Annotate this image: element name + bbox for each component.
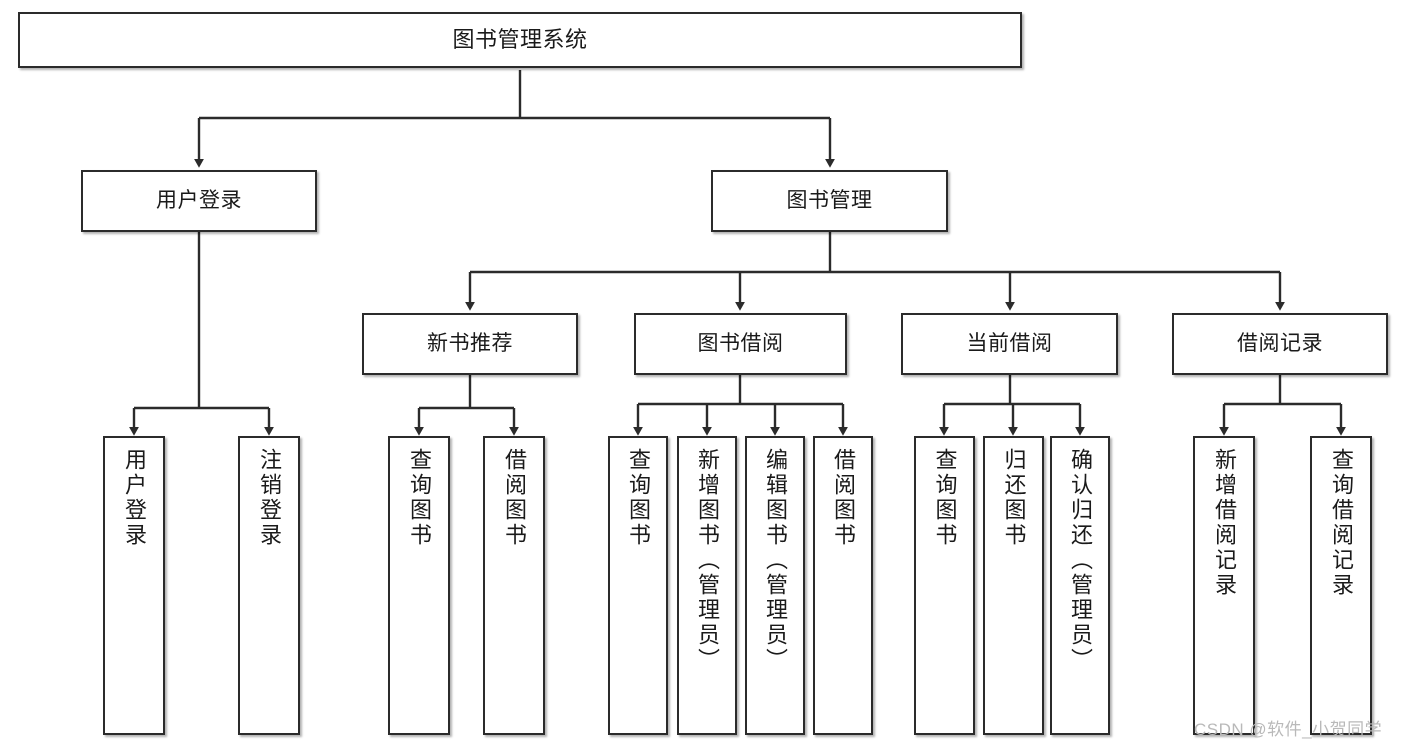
node-leaf-borrow-book-recommendation[interactable]: 借阅图书 (483, 436, 545, 735)
node-label: 查询借阅记录 (1329, 448, 1354, 598)
node-label: 查询图书 (407, 448, 432, 548)
node-label: 借阅记录 (1237, 331, 1323, 355)
node-label: 查询图书 (932, 448, 958, 548)
node-label: 借阅图书 (831, 448, 856, 548)
node-leaf-add-borrow-record[interactable]: 新增借阅记录 (1193, 436, 1255, 735)
node-leaf-query-book-borrowing[interactable]: 查询图书 (608, 436, 668, 735)
node-label: 新书推荐 (427, 331, 513, 355)
node-label: 用户登录 (156, 188, 242, 212)
node-leaf-edit-book-admin[interactable]: 编辑图书（管理员） (745, 436, 805, 735)
node-label: 编辑图书（管理员） (763, 448, 788, 673)
node-new-book-recommendation[interactable]: 新书推荐 (362, 313, 578, 375)
node-leaf-query-book-recommendation[interactable]: 查询图书 (388, 436, 450, 735)
node-label: 图书管理系统 (452, 27, 588, 53)
node-label: 注销登录 (257, 448, 282, 548)
node-label: 新增图书（管理员） (695, 448, 720, 673)
node-leaf-logout[interactable]: 注销登录 (238, 436, 300, 735)
node-leaf-borrow-book-borrowing[interactable]: 借阅图书 (813, 436, 873, 735)
node-leaf-query-borrow-record[interactable]: 查询借阅记录 (1310, 436, 1372, 735)
node-book-borrowing[interactable]: 图书借阅 (634, 313, 847, 375)
node-borrowing-record[interactable]: 借阅记录 (1172, 313, 1388, 375)
node-label: 确认归还（管理员） (1068, 448, 1093, 673)
node-leaf-user-login[interactable]: 用户登录 (103, 436, 165, 735)
node-book-management[interactable]: 图书管理 (711, 170, 948, 232)
node-root-book-management-system[interactable]: 图书管理系统 (18, 12, 1022, 68)
node-label: 借阅图书 (502, 448, 527, 548)
node-leaf-add-book-admin[interactable]: 新增图书（管理员） (677, 436, 737, 735)
csdn-watermark: CSDN @软件_小贺同学 (1194, 720, 1383, 739)
node-current-borrowing[interactable]: 当前借阅 (901, 313, 1118, 375)
node-label: 当前借阅 (966, 331, 1053, 355)
node-leaf-return-book[interactable]: 归还图书 (983, 436, 1044, 735)
node-label: 新增借阅记录 (1212, 448, 1237, 598)
node-label: 图书借阅 (697, 331, 784, 355)
node-label: 图书管理 (786, 188, 873, 212)
node-leaf-confirm-return-admin[interactable]: 确认归还（管理员） (1050, 436, 1110, 735)
node-label: 查询图书 (626, 448, 651, 548)
node-user-login[interactable]: 用户登录 (81, 170, 317, 232)
node-leaf-query-book-current[interactable]: 查询图书 (914, 436, 975, 735)
node-label: 用户登录 (122, 448, 147, 548)
node-label: 归还图书 (1001, 448, 1027, 548)
